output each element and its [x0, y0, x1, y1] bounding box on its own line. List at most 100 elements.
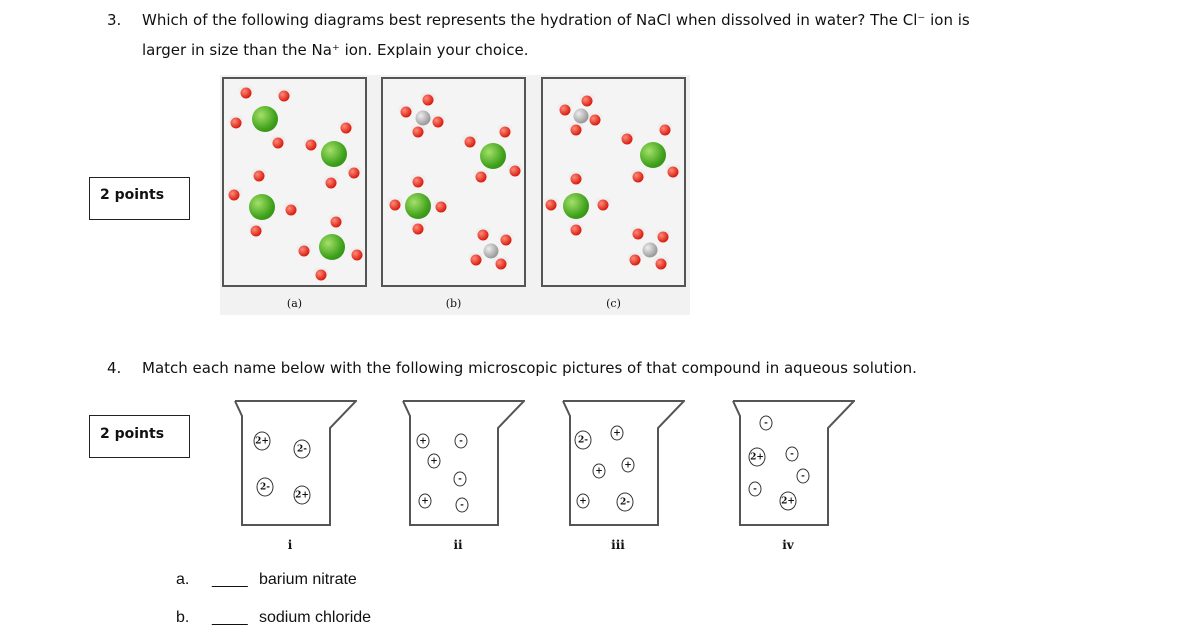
water-molecule: [570, 173, 582, 185]
panel-label-b: (b): [445, 297, 462, 310]
ion: -: [453, 471, 467, 487]
water-molecule: [570, 124, 582, 136]
water-molecule: [570, 224, 582, 236]
ion: -: [455, 497, 469, 513]
water-molecule: [581, 95, 593, 107]
water-molecule: [272, 137, 284, 149]
answer-a-name: barium nitrate: [259, 571, 357, 588]
panel-c: [541, 77, 686, 287]
chloride-ion: [563, 193, 589, 219]
water-molecule: [659, 124, 671, 136]
ion: -: [796, 468, 810, 484]
ion: +: [621, 457, 635, 473]
water-molecule: [315, 269, 327, 281]
panel-label-c: (c): [606, 297, 621, 310]
beaker-iii: 2-++++2-: [560, 398, 685, 528]
water-molecule: [432, 116, 444, 128]
beaker-label: iv: [782, 538, 794, 552]
beaker-ii: ++--+-: [400, 398, 525, 528]
q3-points-box: 2 points: [89, 177, 190, 220]
chloride-ion: [480, 143, 506, 169]
water-molecule: [412, 176, 424, 188]
water-molecule: [464, 136, 476, 148]
water-molecule: [545, 199, 557, 211]
water-molecule: [228, 189, 240, 201]
ion: 2+: [253, 431, 271, 451]
q3-number: 3.: [107, 11, 122, 29]
water-molecule: [435, 201, 447, 213]
chloride-ion: [249, 194, 275, 220]
ion: 2+: [293, 485, 311, 505]
q4-number: 4.: [107, 359, 122, 377]
ion: +: [592, 463, 606, 479]
chloride-ion: [319, 234, 345, 260]
beaker-outline: [562, 400, 685, 526]
ion: 2+: [779, 491, 797, 511]
water-molecule: [495, 258, 507, 270]
panel-b: [381, 77, 526, 287]
chloride-ion: [405, 193, 431, 219]
chloride-ion: [640, 142, 666, 168]
ion: 2-: [293, 439, 311, 459]
ion: 2+: [748, 447, 766, 467]
water-molecule: [412, 223, 424, 235]
sodium-ion: [573, 108, 589, 124]
water-molecule: [330, 216, 342, 228]
water-molecule: [230, 117, 242, 129]
ion: 2-: [616, 492, 634, 512]
answer-b-blank[interactable]: ____: [212, 609, 248, 626]
answer-a-blank[interactable]: ____: [212, 571, 248, 588]
water-molecule: [500, 234, 512, 246]
water-molecule: [412, 126, 424, 138]
water-molecule: [477, 229, 489, 241]
water-molecule: [278, 90, 290, 102]
water-molecule: [422, 94, 434, 106]
q4-points-box: 2 points: [89, 415, 190, 458]
water-molecule: [509, 165, 521, 177]
panel-label-a: (a): [286, 297, 303, 310]
ion: -: [785, 446, 799, 462]
sodium-ion: [642, 242, 658, 258]
beaker-outline: [732, 400, 855, 526]
water-molecule: [589, 114, 601, 126]
water-molecule: [559, 104, 571, 116]
water-molecule: [340, 122, 352, 134]
q4-text: Match each name below with the following…: [142, 359, 917, 377]
water-molecule: [240, 87, 252, 99]
water-molecule: [253, 170, 265, 182]
sodium-ion: [415, 110, 431, 126]
water-molecule: [250, 225, 262, 237]
chloride-ion: [321, 141, 347, 167]
water-molecule: [657, 231, 669, 243]
water-molecule: [629, 254, 641, 266]
beaker-label: ii: [453, 538, 463, 552]
water-molecule: [475, 171, 487, 183]
beaker-label: iii: [611, 538, 625, 552]
ion: -: [759, 415, 773, 431]
sodium-ion: [483, 243, 499, 259]
panel-a: [222, 77, 367, 287]
ion: -: [748, 481, 762, 497]
beaker-outline: [234, 400, 357, 526]
water-molecule: [298, 245, 310, 257]
answer-b-letter: b.: [176, 609, 190, 626]
ion: +: [418, 493, 432, 509]
water-molecule: [351, 249, 363, 261]
water-molecule: [499, 126, 511, 138]
ion: +: [427, 453, 441, 469]
q3-text-line2: larger in size than the Na⁺ ion. Explain…: [142, 41, 529, 59]
water-molecule: [621, 133, 633, 145]
ion: 2-: [574, 430, 592, 450]
beaker-outline: [402, 400, 525, 526]
chloride-ion: [252, 106, 278, 132]
water-molecule: [667, 166, 679, 178]
beaker-i: 2+ 2- 2- 2+: [232, 398, 357, 528]
ion: -: [454, 433, 468, 449]
answer-b-name: sodium chloride: [259, 609, 372, 626]
water-molecule: [597, 199, 609, 211]
water-molecule: [400, 106, 412, 118]
water-molecule: [285, 204, 297, 216]
water-molecule: [632, 228, 644, 240]
water-molecule: [305, 139, 317, 151]
ion: 2-: [256, 477, 274, 497]
